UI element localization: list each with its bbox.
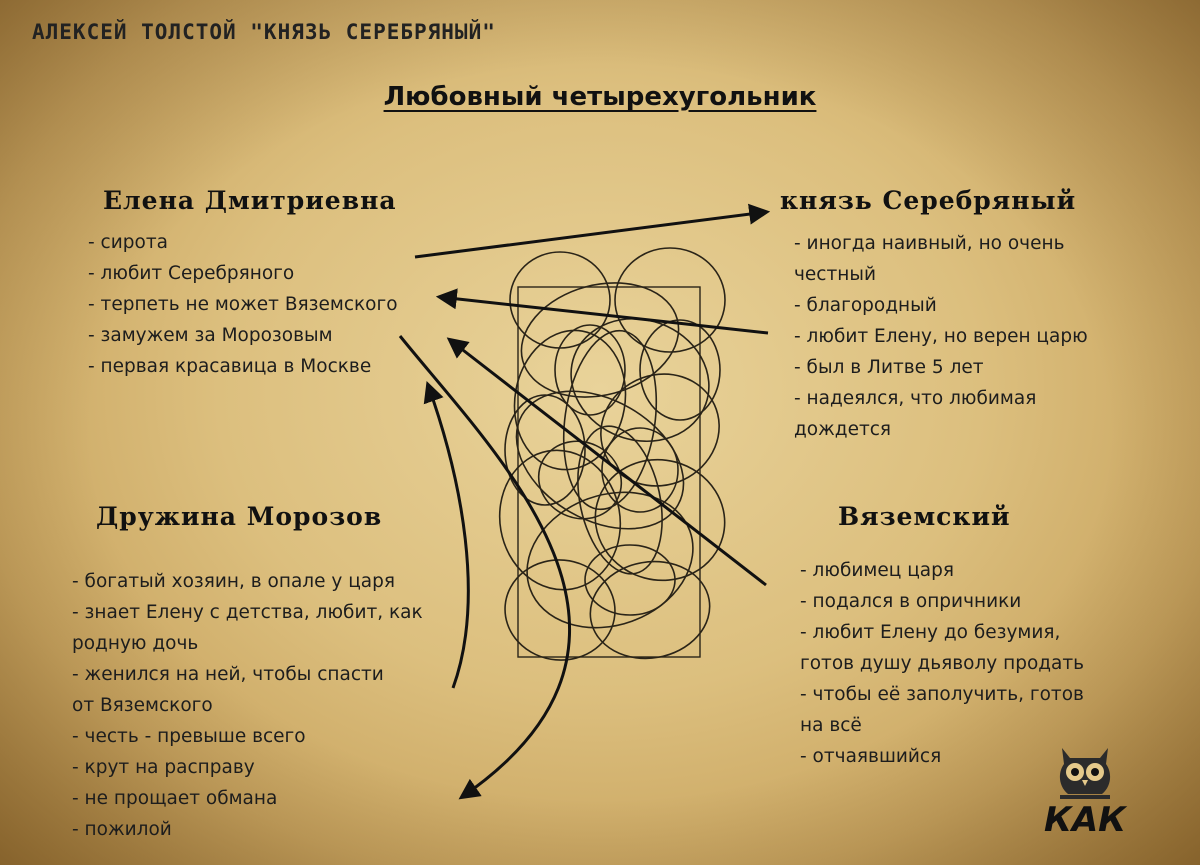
list-item: - замужем за Морозовым	[88, 325, 333, 346]
list-item: родную дочь	[72, 633, 199, 654]
logo: КАК	[1040, 740, 1130, 850]
list-item: - любит Елену до безумия,	[800, 622, 1061, 643]
list-item: дождется	[794, 419, 892, 440]
list-item: - терпеть не может Вяземского	[88, 294, 398, 315]
list-item: - не прощает обмана	[72, 788, 278, 809]
list-item: - был в Литве 5 лет	[794, 357, 984, 378]
serebryany-name: князь Серебряный	[780, 186, 1077, 215]
list-item: честный	[794, 264, 876, 285]
list-item: - сирота	[88, 232, 168, 253]
list-item: - первая красавица в Москве	[88, 356, 372, 377]
list-item: на всё	[800, 715, 862, 736]
logo-text: КАК	[1044, 800, 1126, 840]
list-item: - крут на расправу	[72, 757, 255, 778]
list-item: - любимец царя	[800, 560, 954, 581]
arrow-serebryany-to-elena	[435, 288, 769, 335]
scribble-frame	[517, 286, 701, 658]
list-item: - подался в опричники	[800, 591, 1022, 612]
elena-name: Елена Дмитриевна	[103, 186, 397, 215]
list-item: - отчаявшийся	[800, 746, 942, 767]
vyazemsky-name: Вяземский	[838, 502, 1011, 531]
arrow-elena-to-serebryany	[414, 203, 771, 259]
serebryany-traits: - иногда наивный, но очень честный - бла…	[794, 228, 1088, 445]
list-item: готов душу дьяволу продать	[800, 653, 1085, 674]
arrow-vyazemsky-to-elena	[446, 337, 767, 587]
list-item: - женился на ней, чтобы спасти	[72, 664, 384, 685]
main-title: Любовный четырехугольник	[383, 82, 817, 112]
main-title-wrapper: Любовный четырехугольник	[0, 82, 1200, 112]
list-item: - честь - превыше всего	[72, 726, 306, 747]
morozov-name: Дружина Морозов	[96, 502, 383, 531]
list-item: - богатый хозяин, в опале у царя	[72, 571, 395, 592]
list-item: - любит Серебряного	[88, 263, 295, 284]
list-item: - знает Елену с детства, любит, как	[72, 602, 423, 623]
arrow-elena-to-morozov	[398, 335, 571, 800]
vyazemsky-traits: - любимец царя - подался в опричники - л…	[800, 555, 1084, 772]
list-item: - надеялся, что любимая	[794, 388, 1037, 409]
list-item: - чтобы её заполучить, готов	[800, 684, 1084, 705]
morozov-traits: - богатый хозяин, в опале у царя - знает…	[72, 566, 423, 845]
list-item: - пожилой	[72, 819, 172, 840]
arrow-morozov-to-elena	[423, 381, 470, 689]
list-item: - благородный	[794, 295, 937, 316]
owl-icon	[1059, 748, 1111, 799]
scribble-tangle	[498, 247, 726, 661]
list-item: - иногда наивный, но очень	[794, 233, 1065, 254]
list-item: от Вяземского	[72, 695, 213, 716]
list-item: - любит Елену, но верен царю	[794, 326, 1088, 347]
elena-traits: - сирота - любит Серебряного - терпеть н…	[88, 227, 398, 382]
header-title: АЛЕКСЕЙ ТОЛСТОЙ "КНЯЗЬ СЕРЕБРЯНЫЙ"	[32, 20, 496, 44]
